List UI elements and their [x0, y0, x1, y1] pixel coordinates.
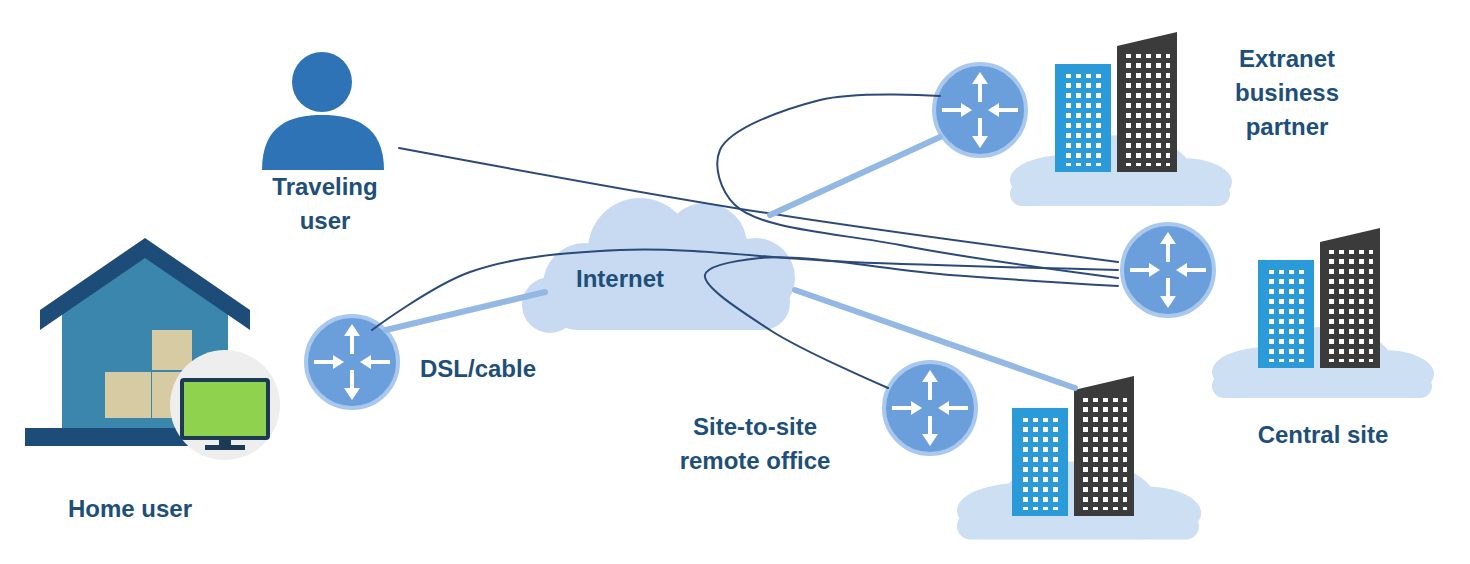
person-icon	[262, 52, 384, 170]
internet-link-line	[795, 290, 1075, 388]
node-label: DSL/cable	[416, 352, 540, 386]
node-label: Internet	[570, 262, 670, 296]
vpn-tunnel-line	[705, 257, 1118, 388]
extranet-site: Extranet business partner	[940, 30, 1355, 210]
node-label: Home user	[45, 492, 215, 526]
vpn-tunnel-line	[717, 94, 1118, 278]
internet-cloud: Internet	[545, 215, 795, 325]
home-user: Home user	[20, 242, 285, 537]
node-label: Central site	[1237, 418, 1409, 452]
node-label: Site-to-site remote office	[650, 410, 860, 478]
building-icon	[1012, 376, 1134, 516]
internet-link-line	[770, 137, 940, 215]
central-site: Central site	[1118, 222, 1440, 457]
dsl-router: DSL/cable	[304, 330, 544, 412]
router-icon	[884, 362, 976, 454]
router-icon	[934, 64, 1026, 156]
building-icon	[1055, 32, 1177, 172]
building-icon	[1258, 228, 1380, 368]
computer-icon	[170, 350, 280, 460]
node-label: Traveling user	[255, 170, 395, 238]
vpn-tunnel-line	[399, 148, 1118, 262]
internet-cloud-shape	[522, 198, 795, 333]
traveling-user: Traveling user	[255, 50, 399, 242]
remote-office: Site-to-site remote office	[650, 388, 1115, 548]
internet-link-line	[386, 292, 545, 330]
router-icon	[1122, 224, 1214, 316]
node-label: Extranet business partner	[1223, 42, 1351, 144]
